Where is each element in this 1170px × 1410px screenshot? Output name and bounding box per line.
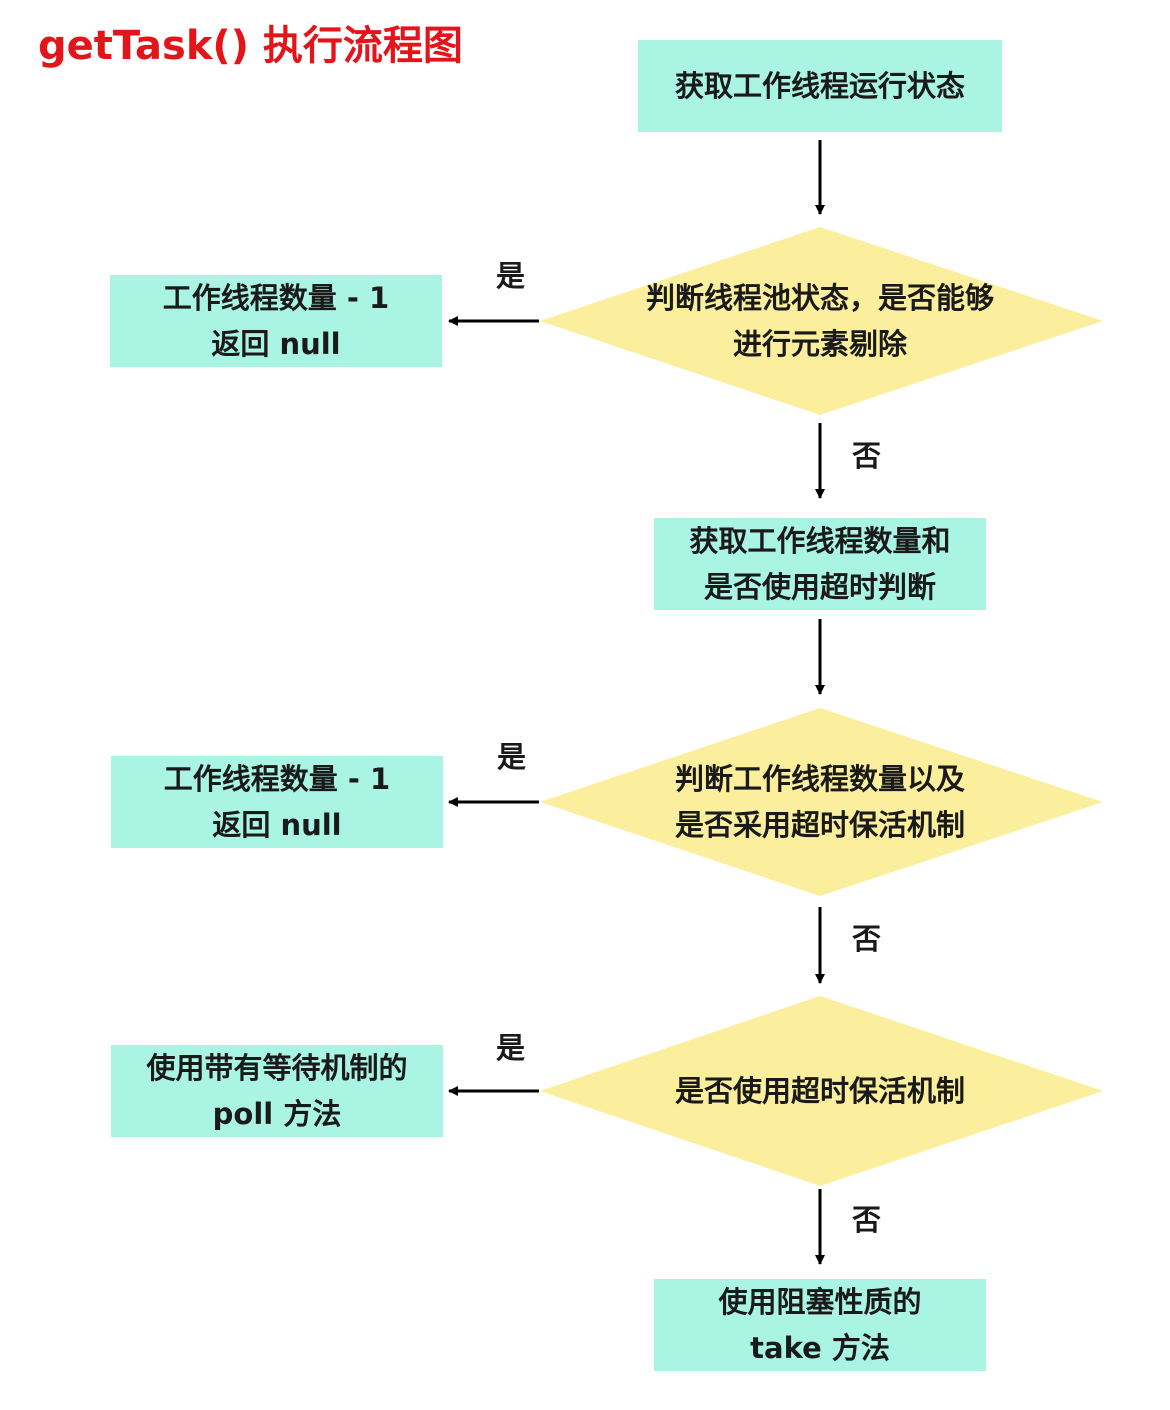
page-title: getTask() 执行流程图: [38, 23, 463, 69]
result-3-line-2: poll 方法: [212, 1097, 342, 1131]
decision-1-shape: [540, 227, 1103, 415]
step-2-line-2: 是否使用超时判断: [703, 570, 936, 604]
result-3-node: 使用带有等待机制的 poll 方法: [111, 1045, 443, 1137]
decision-1-line-1: 判断线程池状态，是否能够: [645, 281, 994, 315]
result-1-line-1: 工作线程数量 - 1: [162, 281, 390, 315]
edge-label-no-2: 否: [852, 922, 882, 956]
decision-1-line-2: 进行元素剔除: [732, 327, 907, 361]
step-2-node: 获取工作线程数量和 是否使用超时判断: [654, 518, 986, 610]
edge-label-yes-1: 是: [496, 259, 526, 293]
end-line-1: 使用阻塞性质的: [718, 1285, 922, 1319]
decision-3-line-1: 是否使用超时保活机制: [674, 1074, 965, 1108]
decision-3-shape: [540, 996, 1103, 1186]
result-2-line-1: 工作线程数量 - 1: [163, 762, 391, 796]
result-1-line-2: 返回 null: [211, 327, 341, 361]
step-2-line-1: 获取工作线程数量和: [689, 524, 951, 558]
end-node: 使用阻塞性质的 take 方法: [654, 1279, 986, 1371]
result-2-line-2: 返回 null: [212, 808, 342, 842]
result-2-node: 工作线程数量 - 1 返回 null: [111, 756, 443, 848]
edge-label-yes-3: 是: [496, 1031, 526, 1065]
decision-1-text: 判断线程池状态，是否能够 进行元素剔除: [580, 272, 1060, 370]
edge-label-yes-2: 是: [497, 740, 527, 774]
decision-2-line-2: 是否采用超时保活机制: [674, 808, 965, 842]
start-node: 获取工作线程运行状态: [638, 40, 1002, 132]
decision-2-shape: [540, 708, 1103, 896]
decision-2-text: 判断工作线程数量以及 是否采用超时保活机制: [580, 753, 1060, 851]
result-1-node: 工作线程数量 - 1 返回 null: [110, 275, 442, 367]
decision-3-text: 是否使用超时保活机制: [580, 1066, 1060, 1116]
edge-label-no-1: 否: [852, 439, 882, 473]
edge-label-no-3: 否: [852, 1203, 882, 1237]
decision-2-line-1: 判断工作线程数量以及: [674, 762, 965, 796]
start-node-line-1: 获取工作线程运行状态: [674, 69, 965, 103]
result-3-line-1: 使用带有等待机制的: [146, 1051, 408, 1085]
end-line-2: take 方法: [750, 1331, 890, 1365]
